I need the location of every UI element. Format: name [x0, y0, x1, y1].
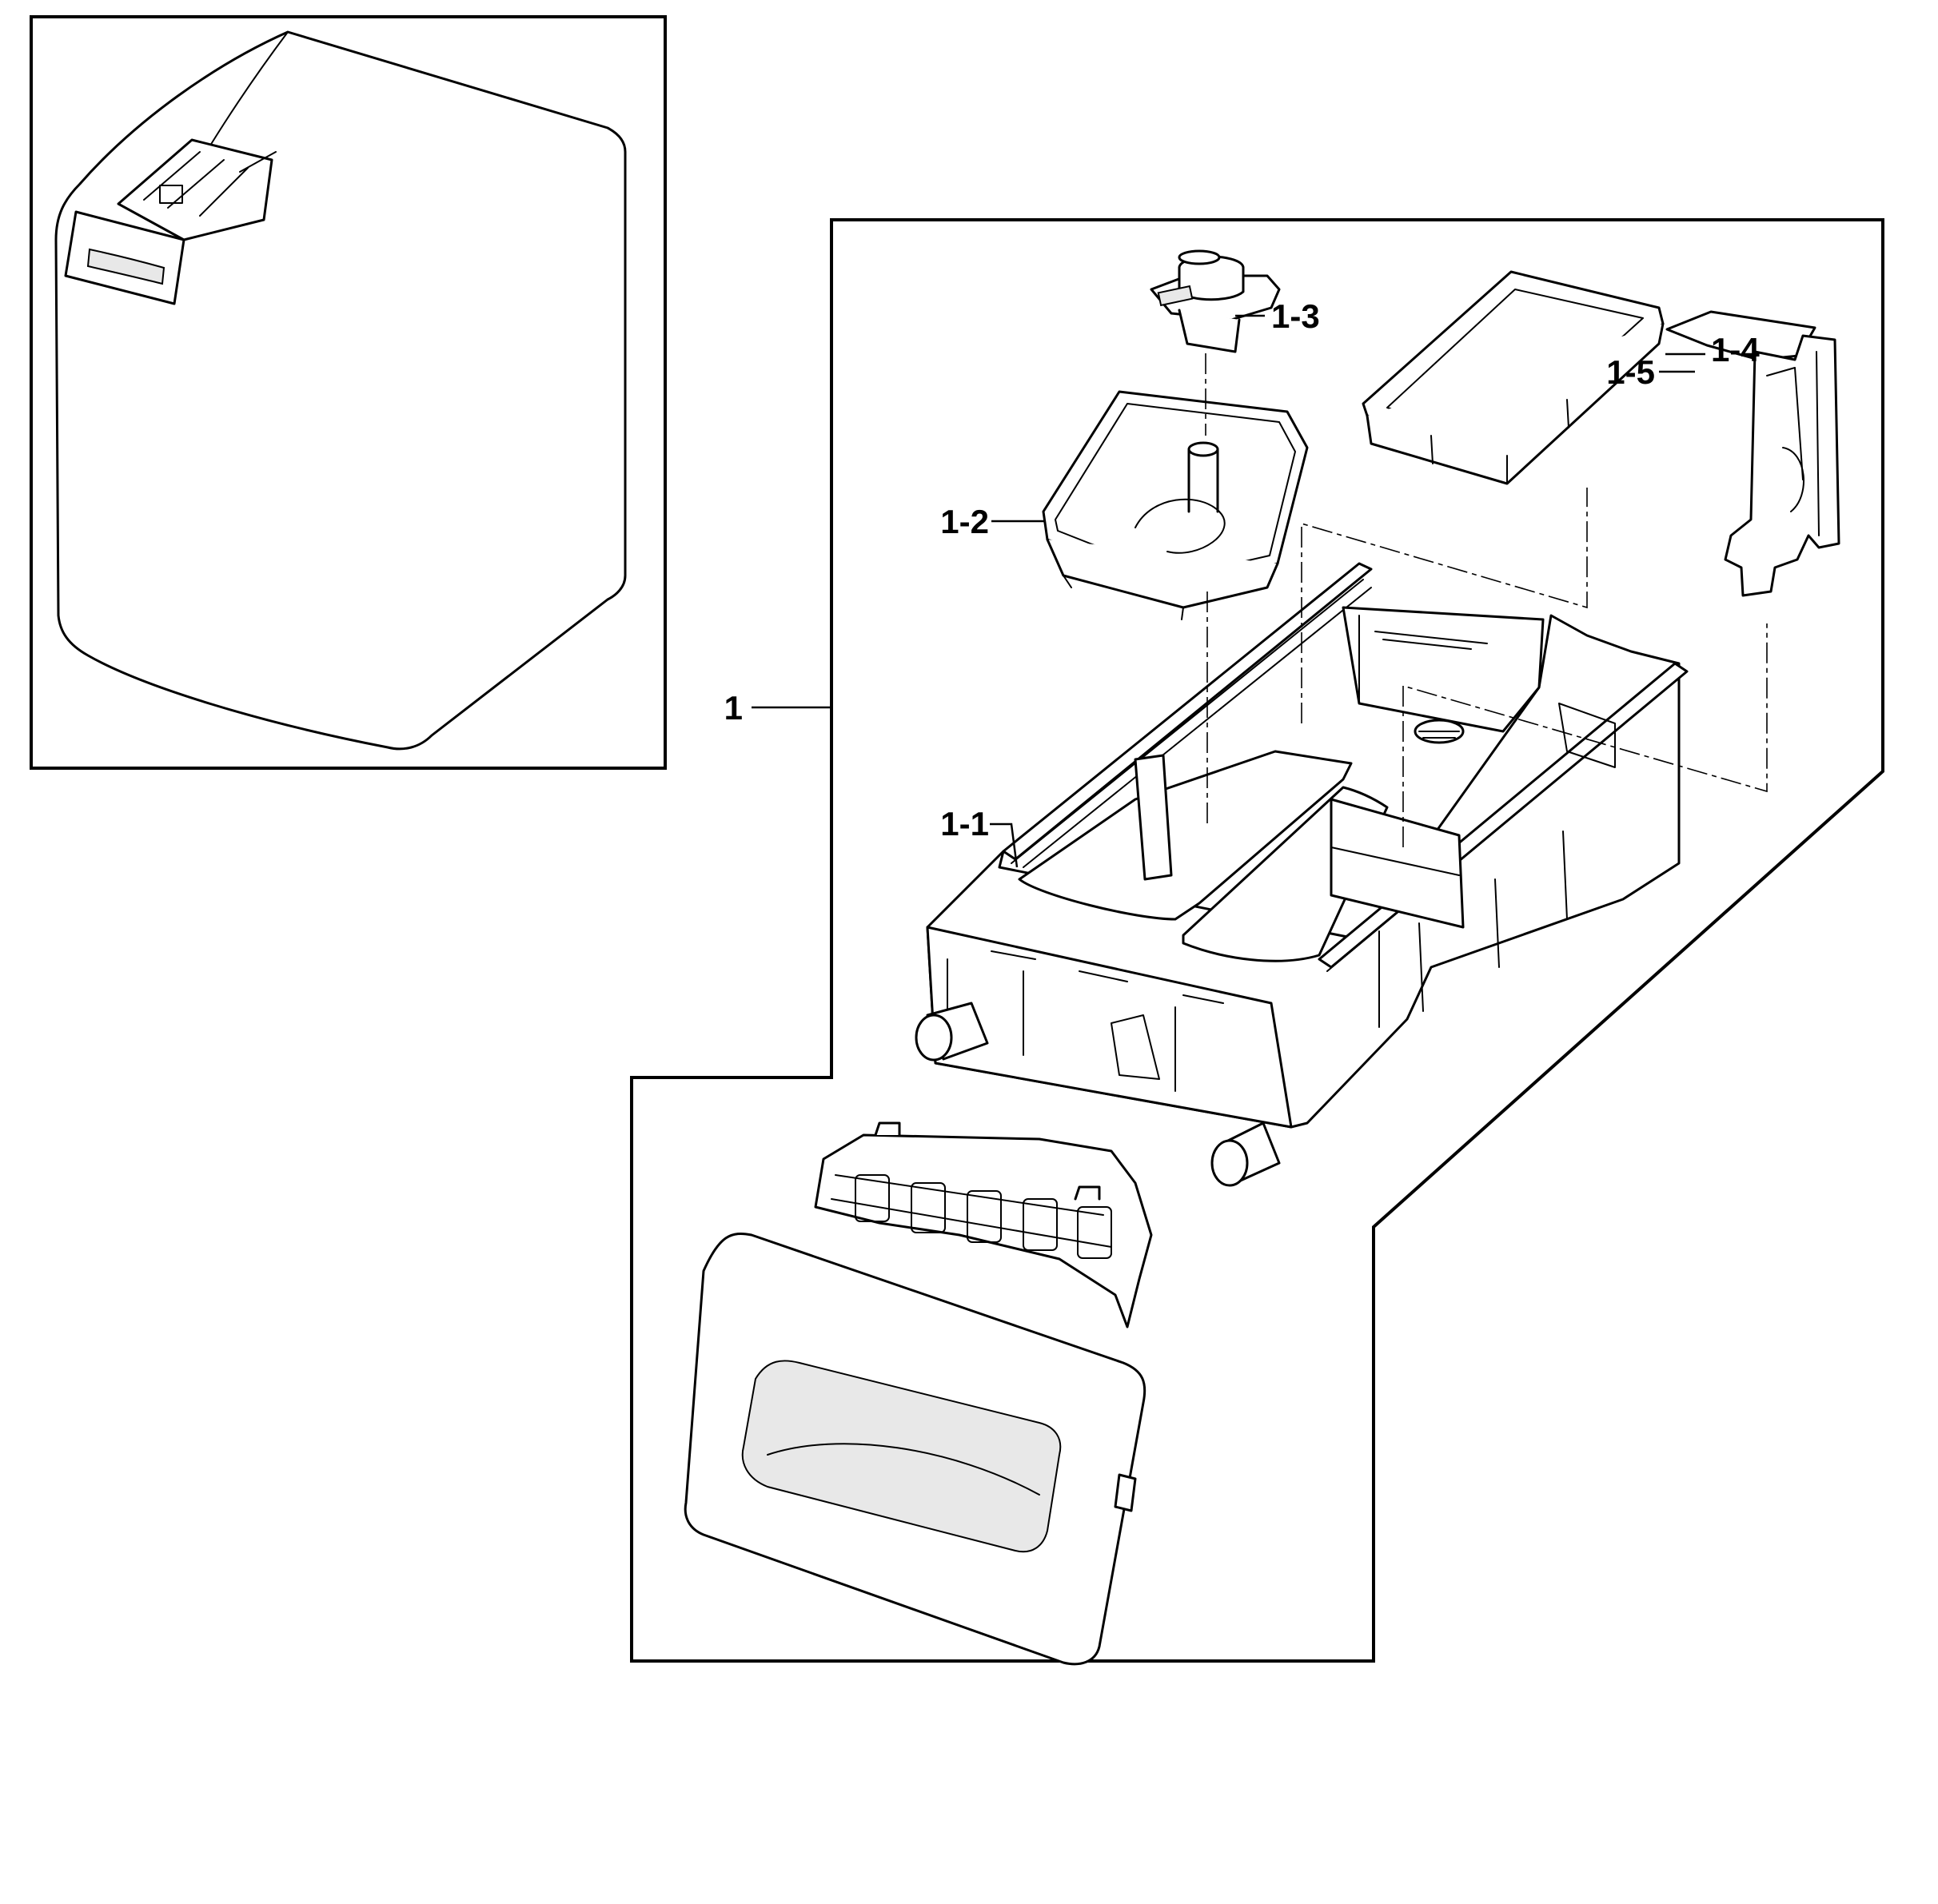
softener-cup-part — [1042, 390, 1309, 620]
callout-case: 1-1 — [940, 805, 989, 842]
overview-frame — [30, 15, 667, 770]
liquid-guide-part — [1665, 310, 1840, 597]
seal-strip-part — [814, 1121, 1153, 1328]
callout-leaders — [752, 314, 1705, 868]
overview-drawer — [64, 138, 277, 305]
drawer-handle-part — [684, 1232, 1146, 1666]
front-right-nozzle — [1210, 1121, 1281, 1187]
callout-siphon-cap: 1-3 — [1271, 297, 1320, 335]
assembly-axis-lines — [1205, 353, 1768, 847]
assembly-frame — [630, 218, 1884, 1663]
siphon-cap-part — [1150, 249, 1281, 353]
overview-inset — [30, 15, 667, 770]
tray-cover-part — [1362, 270, 1665, 485]
washer-body-outline — [54, 30, 627, 751]
front-left-nozzle — [915, 1002, 989, 1062]
callout-softener-cup: 1-2 — [940, 503, 989, 540]
callout-assembly: 1 — [724, 689, 743, 727]
callout-liquid-guide: 1-5 — [1606, 353, 1655, 391]
callout-tray-cover: 1-4 — [1711, 331, 1760, 368]
drawer-case-part — [915, 562, 1689, 1187]
